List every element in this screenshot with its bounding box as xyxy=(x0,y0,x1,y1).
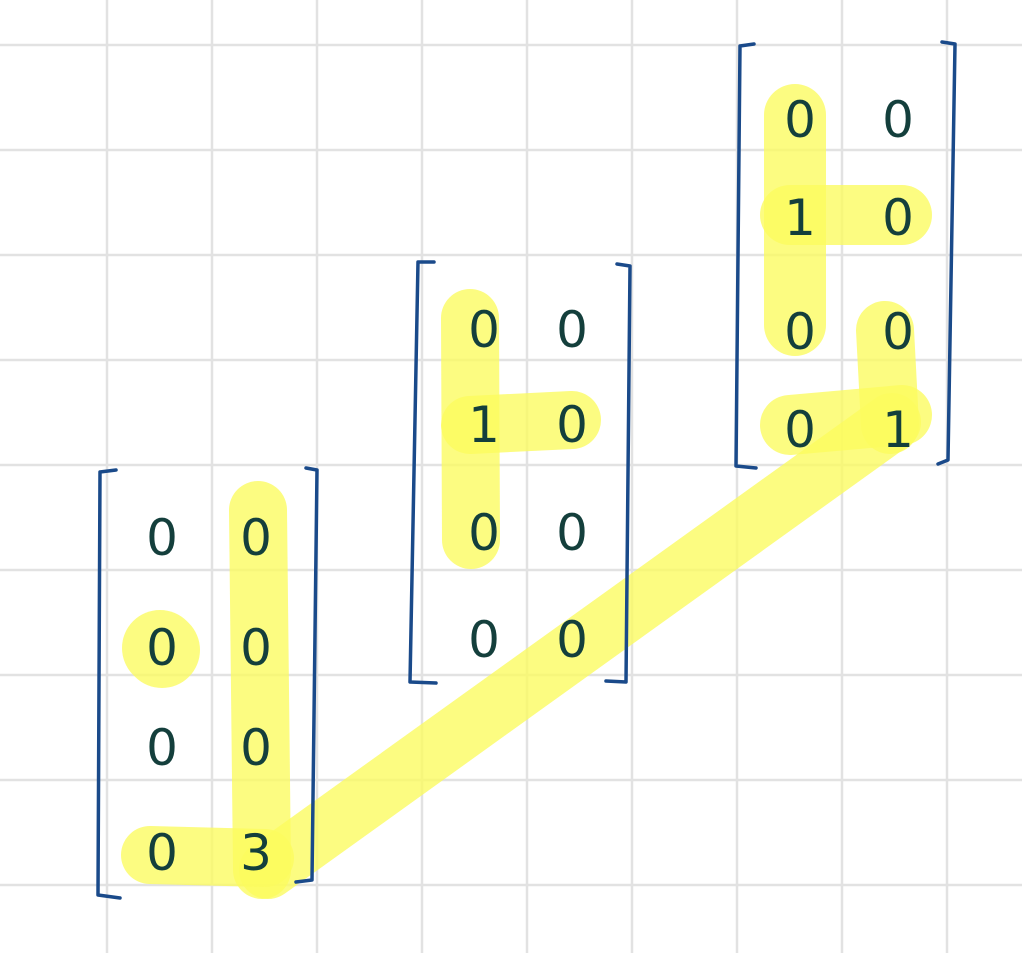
matrix-brackets xyxy=(96,40,957,900)
matrix-entry: 1 xyxy=(784,189,816,247)
matrix-entry: 1 xyxy=(882,401,914,459)
matrix-entry: 0 xyxy=(468,504,500,562)
right-bracket-close xyxy=(936,40,957,466)
matrix-entry: 1 xyxy=(468,396,500,454)
left-bracket-close xyxy=(294,466,319,884)
matrix-entry: 0 xyxy=(784,303,816,361)
matrix-entry: 0 xyxy=(882,303,914,361)
matrix-entry: 0 xyxy=(556,611,588,669)
matrix-entry: 0 xyxy=(784,401,816,459)
matrix-entry: 0 xyxy=(240,719,272,777)
matrix-entry: 0 xyxy=(146,509,178,567)
left-bracket-open xyxy=(96,468,122,900)
highlight-stroke xyxy=(441,391,601,454)
highlighter-strokes xyxy=(121,84,932,899)
matrix-entry: 0 xyxy=(468,611,500,669)
matrix-entry: 0 xyxy=(556,504,588,562)
middle-bracket-open xyxy=(408,260,438,685)
highlight-stroke xyxy=(239,393,921,899)
matrix-entry: 0 xyxy=(146,824,178,882)
matrix-entry: 3 xyxy=(240,824,272,882)
highlight-stroke xyxy=(229,481,291,899)
matrix-entry: 0 xyxy=(240,509,272,567)
matrix-entry: 0 xyxy=(240,619,272,677)
matrix-entry: 0 xyxy=(556,396,588,454)
highlight-stroke xyxy=(122,610,200,688)
right-bracket-open xyxy=(734,42,758,470)
matrix-entry: 0 xyxy=(146,719,178,777)
matrix-entry: 0 xyxy=(784,91,816,149)
matrix-entry: 0 xyxy=(882,189,914,247)
matrix-entry: 0 xyxy=(882,91,914,149)
middle-bracket-close xyxy=(604,262,632,684)
matrix-entry: 0 xyxy=(468,301,500,359)
highlight-stroke xyxy=(760,385,932,455)
matrix-entry: 0 xyxy=(556,301,588,359)
matrix-entry: 0 xyxy=(146,619,178,677)
